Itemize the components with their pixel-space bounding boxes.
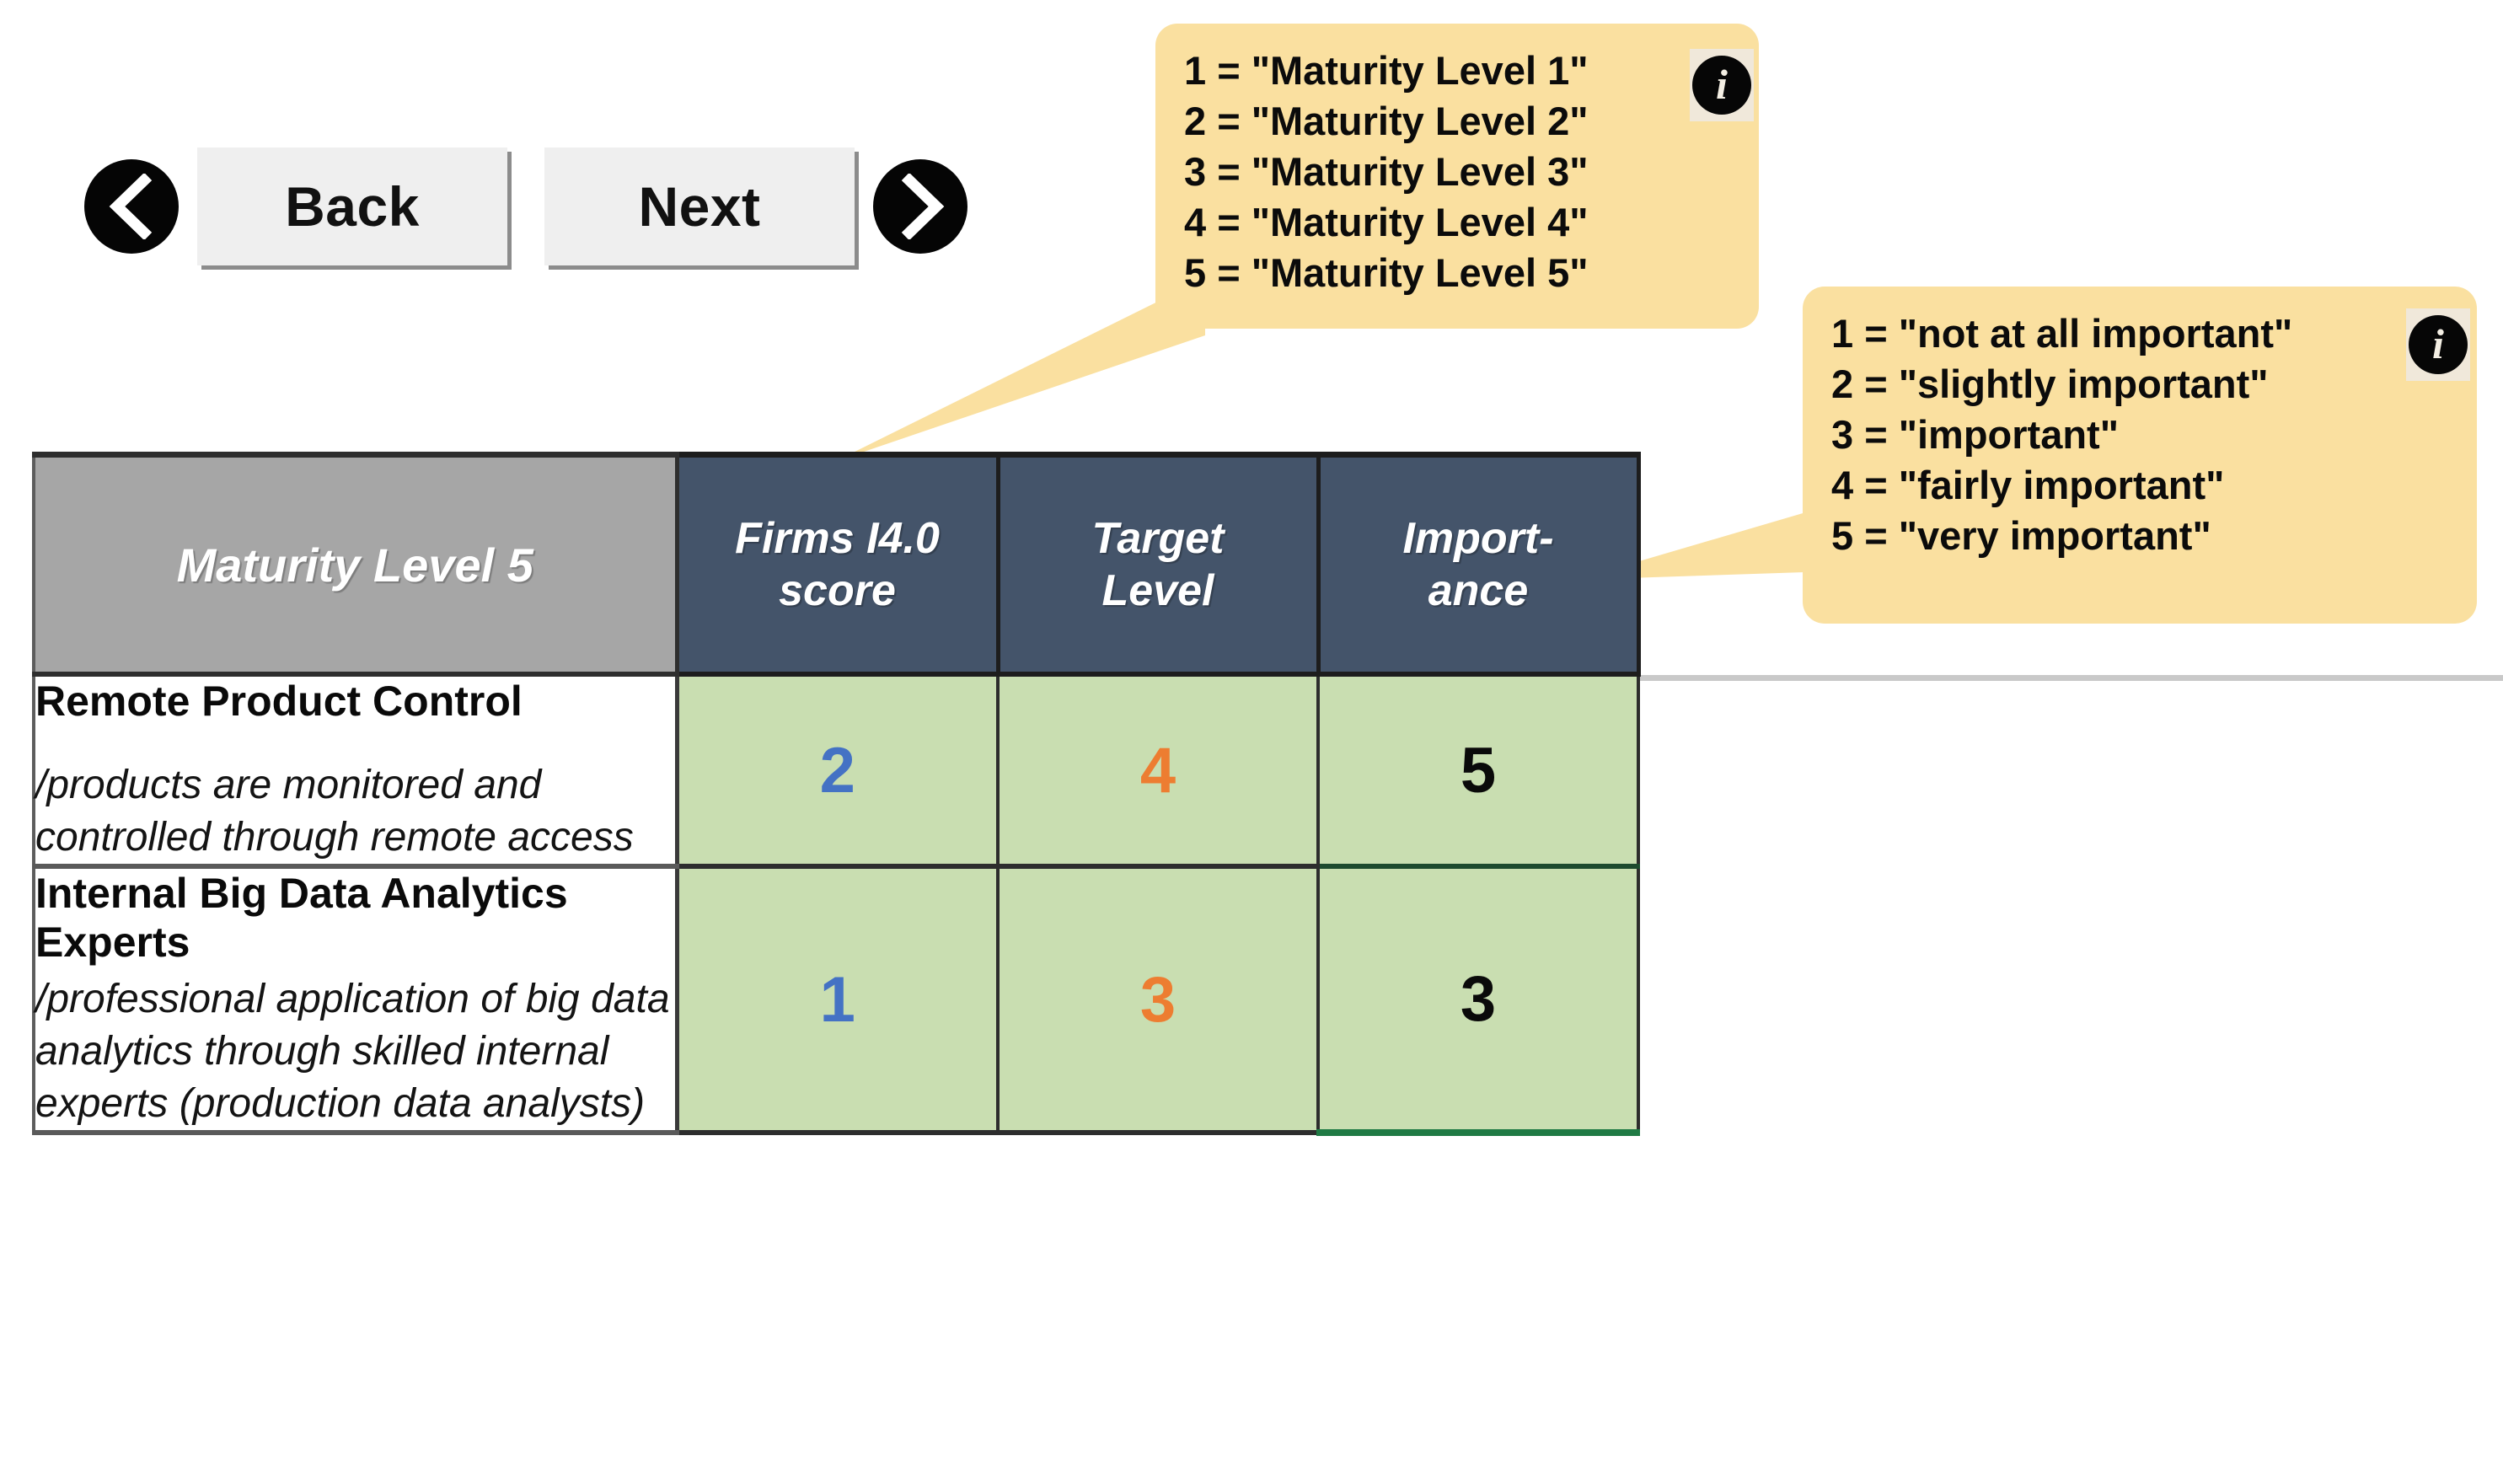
header-firms-score-line1: Firms I4.0 <box>735 514 940 563</box>
table-row: Remote Product Control /products are mon… <box>32 674 1640 869</box>
header-firms-score-line2: score <box>779 566 896 615</box>
info-icon[interactable]: i <box>1690 49 1754 121</box>
dimension-description: /professional application of big data an… <box>35 977 670 1126</box>
maturity-legend-line: 2 = "Maturity Level 2" <box>1184 99 1589 143</box>
maturity-assessment-table: Maturity Level 5 Firms I4.0 score Target… <box>32 452 1641 1136</box>
dimension-description: /products are monitored and controlled t… <box>35 763 634 860</box>
dimension-title: Remote Product Control <box>35 678 523 725</box>
header-target-level: Target Level <box>998 452 1321 677</box>
importance-value[interactable]: 3 <box>1318 866 1640 1136</box>
target-level-value[interactable]: 3 <box>998 866 1320 1135</box>
info-icon-glyph: i <box>2409 315 2468 374</box>
header-importance: Import- ance <box>1318 452 1641 677</box>
maturity-legend-line: 5 = "Maturity Level 5" <box>1184 250 1589 295</box>
navigation-bar: Back Next <box>84 135 967 278</box>
maturity-legend-line: 4 = "Maturity Level 4" <box>1184 200 1589 244</box>
chevron-right-icon[interactable] <box>873 159 967 254</box>
header-importance-line1: Import- <box>1402 514 1554 563</box>
importance-value[interactable]: 5 <box>1318 674 1640 869</box>
header-target-level-line2: Level <box>1101 566 1214 615</box>
dimension-cell: Internal Big Data Analytics Experts /pro… <box>32 866 679 1135</box>
importance-legend-line: 4 = "fairly important" <box>1831 463 2225 507</box>
maturity-legend-line: 1 = "Maturity Level 1" <box>1184 48 1589 93</box>
importance-legend-line: 1 = "not at all important" <box>1831 311 2293 356</box>
header-maturity-level: Maturity Level 5 <box>32 452 679 677</box>
header-importance-line2: ance <box>1428 566 1529 615</box>
table-row: Internal Big Data Analytics Experts /pro… <box>32 866 1640 1136</box>
importance-legend-line: 3 = "important" <box>1831 412 2119 457</box>
next-button[interactable]: Next <box>544 147 855 265</box>
dimension-title: Internal Big Data Analytics Experts <box>35 870 568 966</box>
maturity-legend-line: 3 = "Maturity Level 3" <box>1184 149 1589 194</box>
firms-score-value[interactable]: 1 <box>677 866 1000 1135</box>
horizontal-divider <box>1622 675 2503 681</box>
firms-score-value[interactable]: 2 <box>677 674 1000 869</box>
dimension-cell: Remote Product Control /products are mon… <box>32 674 679 869</box>
maturity-legend-callout: 1 = "Maturity Level 1" 2 = "Maturity Lev… <box>1155 24 1759 329</box>
info-icon-glyph: i <box>1692 56 1751 115</box>
table-header-row: Maturity Level 5 Firms I4.0 score Target… <box>32 452 1641 677</box>
header-firms-score: Firms I4.0 score <box>677 452 1000 677</box>
header-target-level-line1: Target <box>1091 514 1225 563</box>
importance-legend-line: 2 = "slightly important" <box>1831 362 2269 406</box>
info-icon[interactable]: i <box>2406 308 2470 381</box>
target-level-value[interactable]: 4 <box>998 674 1320 869</box>
back-button[interactable]: Back <box>197 147 507 265</box>
importance-legend-line: 5 = "very important" <box>1831 513 2211 558</box>
chevron-left-icon[interactable] <box>84 159 179 254</box>
importance-legend-callout: 1 = "not at all important" 2 = "slightly… <box>1803 287 2477 624</box>
